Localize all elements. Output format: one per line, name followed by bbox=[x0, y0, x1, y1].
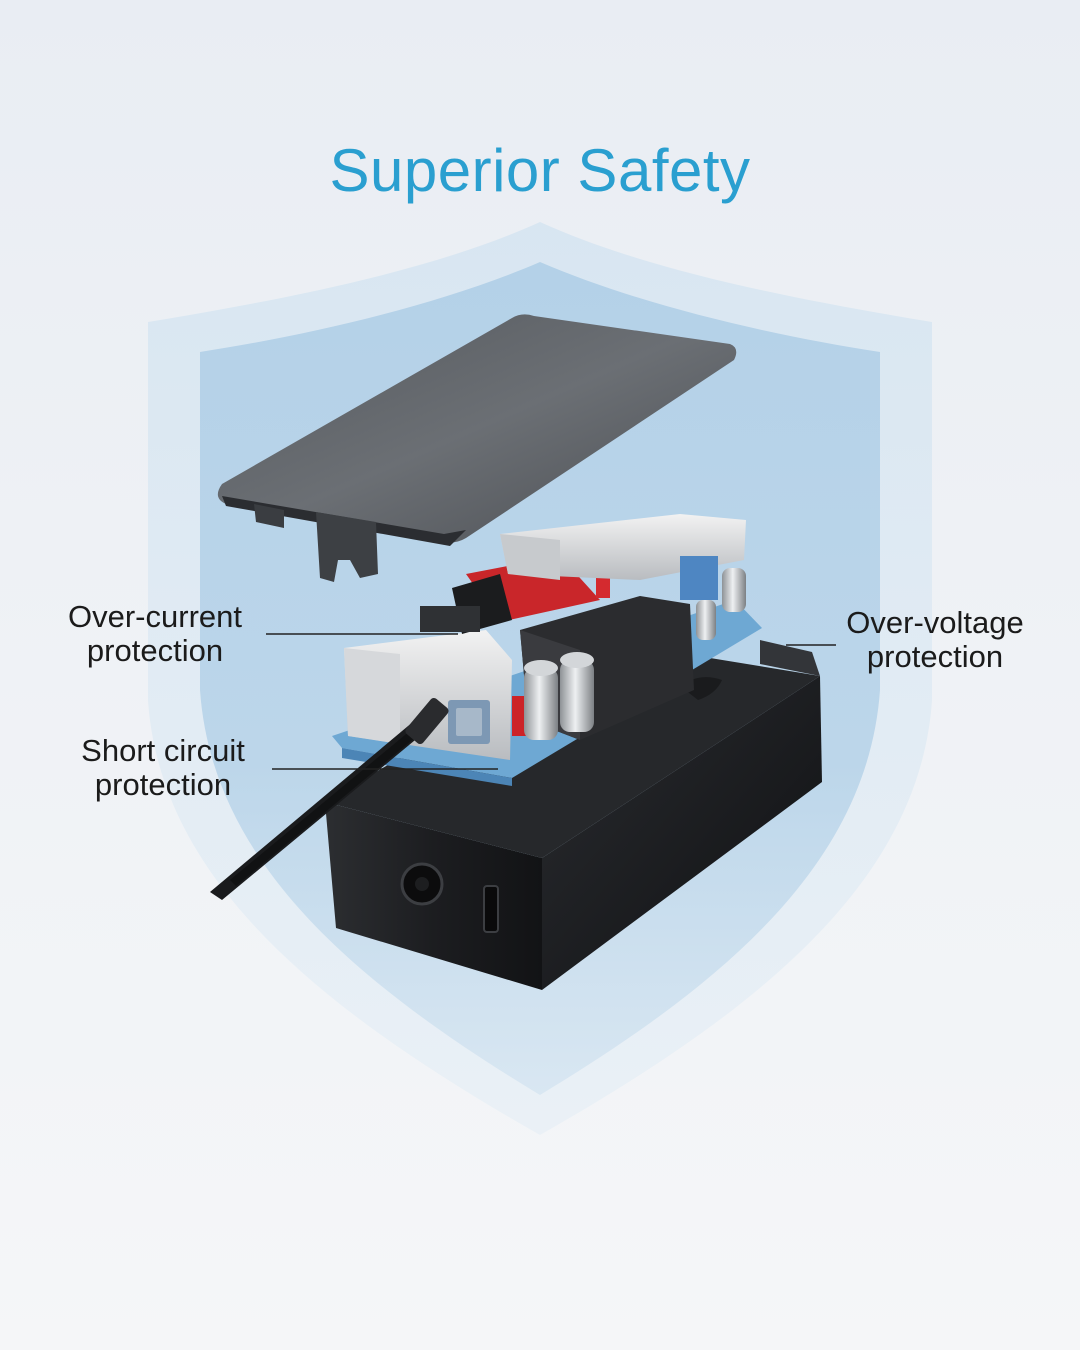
callout-short-circuit: Short circuit protection bbox=[58, 734, 268, 802]
callout-line: Short circuit bbox=[81, 733, 245, 768]
charger-cable bbox=[210, 697, 449, 900]
leader-lines bbox=[266, 633, 836, 770]
callout-line: Over-current bbox=[68, 599, 242, 634]
callout-over-voltage: Over-voltage protection bbox=[830, 606, 1040, 674]
callout-line: protection bbox=[866, 639, 1004, 674]
page-title: Superior Safety bbox=[329, 137, 751, 205]
capacitors bbox=[524, 568, 746, 740]
callout-line: Over-voltage bbox=[846, 605, 1024, 640]
charger-base bbox=[325, 640, 822, 990]
callout-over-current: Over-current protection bbox=[50, 600, 260, 668]
charger-lid bbox=[217, 314, 737, 582]
callout-line: protection bbox=[94, 767, 232, 802]
callout-line: protection bbox=[86, 633, 224, 668]
charger-illustration bbox=[210, 314, 822, 990]
circuit-board bbox=[332, 514, 762, 786]
